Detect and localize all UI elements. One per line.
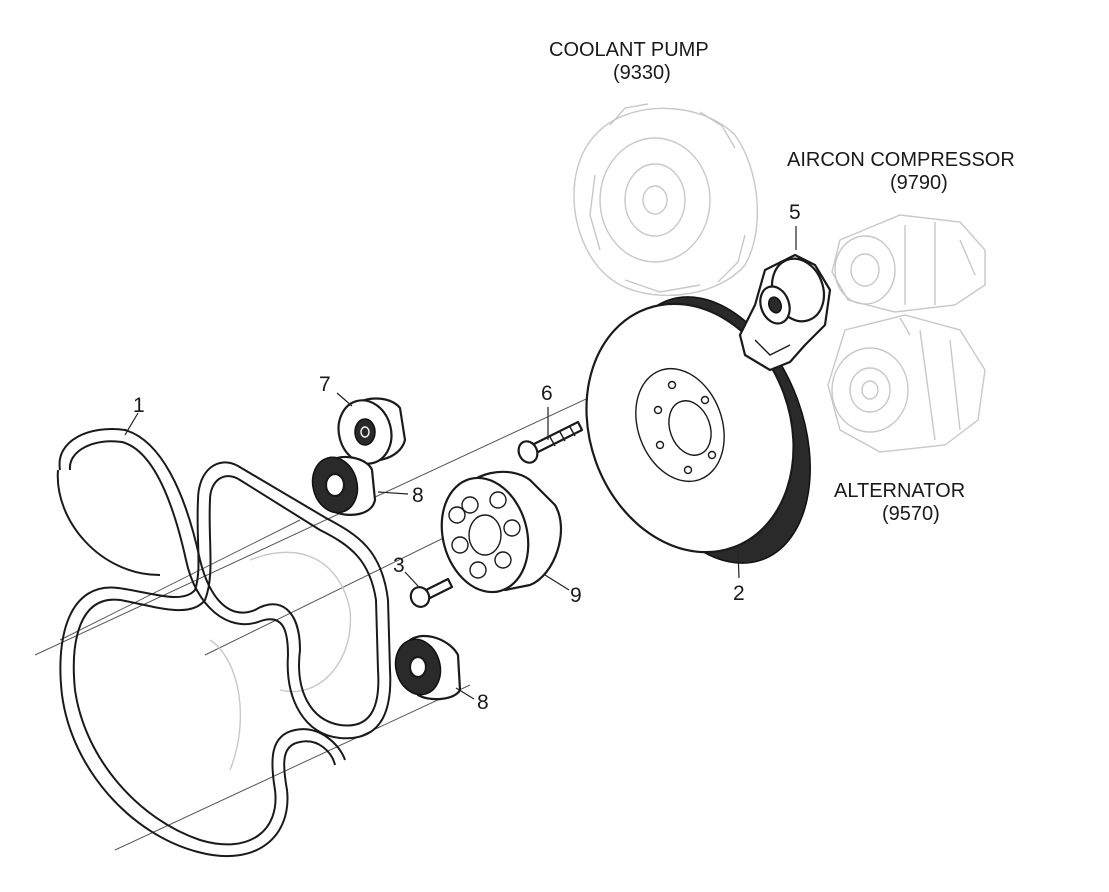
idler-pulley-mid bbox=[311, 455, 377, 516]
callout-leaders bbox=[124, 226, 797, 700]
belt-tensioner bbox=[738, 253, 832, 372]
callout-bolt-long: 6 bbox=[541, 382, 553, 405]
alternator-code: (9570) bbox=[882, 503, 940, 525]
coolant-pump-ghost bbox=[573, 103, 759, 297]
callout-idler-mid: 8 bbox=[412, 484, 424, 507]
alternator-name: ALTERNATOR bbox=[834, 480, 966, 502]
alternator-label: ALTERNATOR (9570) bbox=[834, 480, 1034, 526]
crank-hub bbox=[440, 470, 563, 594]
callout-belt: 1 bbox=[133, 394, 145, 417]
callout-tensioner: 5 bbox=[789, 201, 801, 224]
idler-pulley-lower bbox=[394, 634, 462, 701]
aircon-compressor-ghost bbox=[831, 214, 986, 313]
aircon-compressor-code: (9790) bbox=[890, 172, 948, 194]
coolant-pump-label: COOLANT PUMP (9330) bbox=[549, 39, 749, 85]
callout-idler-lower: 8 bbox=[477, 691, 489, 714]
callout-idler-upper: 7 bbox=[319, 373, 331, 396]
aircon-compressor-name: AIRCON COMPRESSOR bbox=[787, 149, 1015, 171]
callout-bolt-short: 3 bbox=[393, 554, 405, 577]
callout-crank-pulley: 2 bbox=[733, 582, 745, 605]
bolt-short bbox=[409, 577, 454, 608]
coolant-pump-name: COOLANT PUMP bbox=[549, 39, 709, 61]
bolt-long bbox=[517, 420, 584, 464]
aircon-compressor-label: AIRCON COMPRESSOR (9790) bbox=[787, 149, 1087, 195]
serpentine-belt bbox=[56, 428, 392, 858]
idler-pulley-upper bbox=[337, 397, 407, 465]
alternator-ghost bbox=[827, 314, 986, 453]
callout-hub: 9 bbox=[570, 584, 582, 607]
coolant-pump-code: (9330) bbox=[613, 62, 671, 84]
engine-front-ghost bbox=[209, 551, 352, 771]
